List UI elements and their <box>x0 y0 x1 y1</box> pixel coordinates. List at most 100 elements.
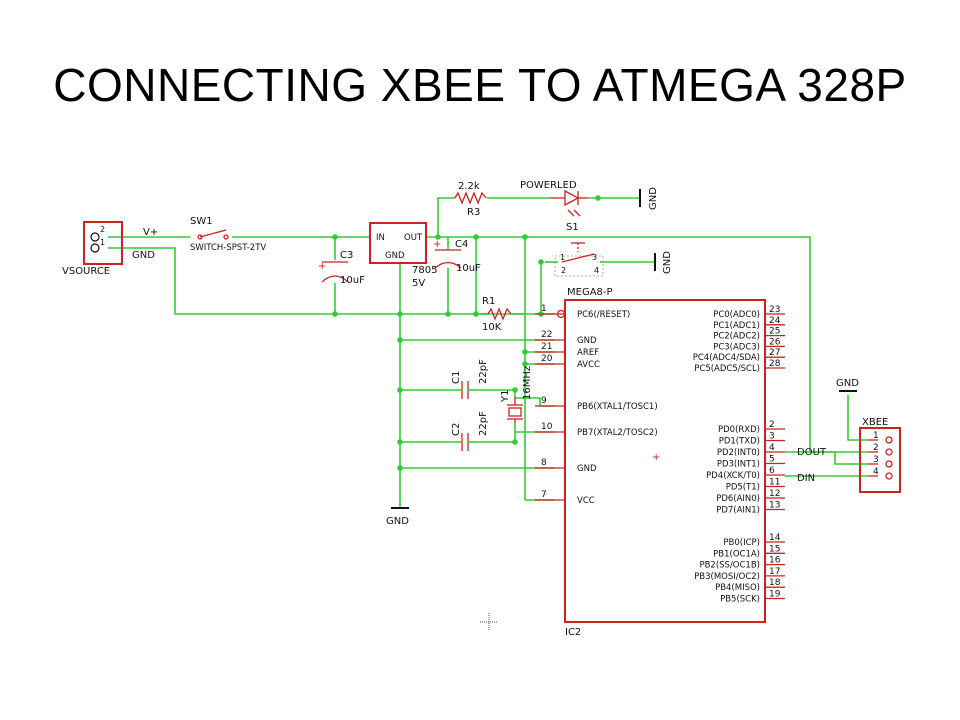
xbee-pin-socket <box>885 460 893 468</box>
sw1-name: SW1 <box>190 216 213 227</box>
mcu-pin-label: PB2(SS/OC1B) <box>699 561 760 571</box>
mcu-pin-number: 20 <box>541 354 553 364</box>
xbee-name: XBEE <box>862 417 888 428</box>
c4-name: C4 <box>455 239 468 250</box>
c1-name: C1 <box>451 371 462 384</box>
r1-name: R1 <box>482 296 495 307</box>
xbee-pin-socket <box>885 448 893 456</box>
crosshair-icon <box>480 613 498 631</box>
mcu-pin-label: PB1(OC1A) <box>713 549 760 559</box>
mcu-pin-label: PC6(/RESET) <box>577 310 630 320</box>
vsource-pin2: 2 <box>100 225 105 234</box>
xbee-pin-number: 1 <box>873 431 879 441</box>
xbee-din-label: DIN <box>797 473 815 484</box>
c3-name: C3 <box>340 250 353 261</box>
mcu-pin-label: PD7(AIN1) <box>716 506 760 516</box>
mcu-pin-label: VCC <box>577 496 595 506</box>
reg-gnd: GND <box>385 251 405 261</box>
mcu-pin-number: 21 <box>541 342 552 352</box>
r3-value: 2.2k <box>458 181 480 192</box>
mcu-pin-number: 11 <box>769 478 780 488</box>
c3-value: 10uF <box>340 275 365 286</box>
gnd-symbol-s1: GND <box>654 251 673 274</box>
mcu-pin-label: AREF <box>577 348 599 358</box>
s1-pin4: 4 <box>594 266 599 275</box>
mcu-pin-number: 1 <box>541 304 547 314</box>
gnd-bottom-label: GND <box>386 516 409 527</box>
mcu-pin-label: PB3(MOSI/OC2) <box>694 572 760 582</box>
junctions <box>332 195 601 471</box>
xbee-dout-label: DOUT <box>797 447 827 458</box>
mcu-pin-number: 7 <box>541 490 547 500</box>
mcu-pin-label: PC5(ADC5/SCL) <box>694 364 760 374</box>
reg-out: OUT <box>404 233 423 243</box>
mcu-pin-number: 19 <box>769 590 781 600</box>
voltage-regulator: IN OUT GND 7805 5V <box>369 222 437 289</box>
switch-sw1: SW1 SWITCH-SPST-2TV <box>190 216 266 253</box>
mcu-pin-number: 22 <box>541 330 552 340</box>
mcu-right-pins: 23PC0(ADC0)24PC1(ADC1)25PC2(ADC2)26PC3(A… <box>693 305 785 605</box>
sw1-value: SWITCH-SPST-2TV <box>190 243 266 253</box>
gnd-symbol-top: GND <box>639 187 659 210</box>
capacitor-c2: C2 22pF <box>451 411 489 451</box>
vsource-gnd-label: GND <box>132 250 155 261</box>
mcu-pin-number: 23 <box>769 305 780 315</box>
mcu-pin-number: 2 <box>769 420 775 430</box>
mcu-pin-label: PB4(MISO) <box>715 583 760 593</box>
vsource-label: VSOURCE <box>62 266 110 277</box>
svg-text:+: + <box>433 239 441 250</box>
mcu-pin-label: PC2(ADC2) <box>713 332 760 342</box>
mcu-pin-label: PB7(XTAL2/TOSC2) <box>577 428 658 438</box>
resistor-r1: R1 10K <box>482 296 512 333</box>
mcu-pin-number: 16 <box>769 556 781 566</box>
crystal-y1: Y1 16MHz <box>500 366 533 423</box>
reg-value: 7805 <box>412 265 437 276</box>
capacitor-c4: + C4 10uF <box>433 239 481 274</box>
mcu-pin-number: 18 <box>769 578 781 588</box>
mcu-pin-label: PD1(TXD) <box>719 437 760 447</box>
mcu-name: MEGA8-P <box>567 287 613 298</box>
xbee-pin-socket <box>885 472 893 480</box>
mcu-pin-label: PD5(T1) <box>726 483 760 493</box>
vsource-connector: 2 1 VSOURCE V+ GND <box>62 221 158 277</box>
mcu-pin-number: 10 <box>541 422 553 432</box>
mcu-pin-number: 8 <box>541 458 547 468</box>
mcu-pin-number: 13 <box>769 501 780 511</box>
mcu-ref: IC2 <box>565 627 581 638</box>
y1-value: 16MHz <box>522 366 533 400</box>
mcu-pin-label: PC3(ADC3) <box>713 342 760 352</box>
c2-value: 22pF <box>478 411 489 436</box>
r1-value: 10K <box>482 322 502 333</box>
mcu-pin-label: PD0(RXD) <box>718 425 760 435</box>
pushbutton-s1: S1 1 2 3 4 <box>554 222 604 277</box>
reg-voltage: 5V <box>412 278 425 289</box>
mcu-pin-number: 9 <box>541 396 547 406</box>
mcu-pin-label: AVCC <box>577 360 600 370</box>
s1-pin2: 2 <box>561 266 566 275</box>
c1-value: 22pF <box>478 359 489 384</box>
vplus-label: V+ <box>143 227 158 238</box>
mcu-pin-label: PD2(INT0) <box>717 448 760 458</box>
xbee-pin-number: 3 <box>873 455 879 465</box>
mcu-pin-label: PD3(INT1) <box>717 460 760 470</box>
xbee-pin-number: 2 <box>873 443 879 453</box>
mcu-pin-label: GND <box>577 336 597 346</box>
svg-text:+: + <box>318 261 326 272</box>
mcu-pin-label: GND <box>577 464 597 474</box>
mcu-pin-number: 28 <box>769 359 781 369</box>
c4-value: 10uF <box>456 263 481 274</box>
gnd-symbol-bottom: GND <box>386 507 409 527</box>
wires <box>108 197 868 508</box>
c2-name: C2 <box>451 423 462 436</box>
resistor-r3: 2.2k R3 <box>454 181 487 218</box>
mcu-pin-number: 25 <box>769 327 780 337</box>
xbee-pin-socket <box>885 436 893 444</box>
reg-in: IN <box>376 233 385 243</box>
gnd-xbee-label: GND <box>836 378 859 389</box>
mcu-pin-number: 17 <box>769 567 780 577</box>
mcu-pin-label: PB5(SCK) <box>720 595 760 605</box>
mcu-pin-number: 6 <box>769 466 775 476</box>
